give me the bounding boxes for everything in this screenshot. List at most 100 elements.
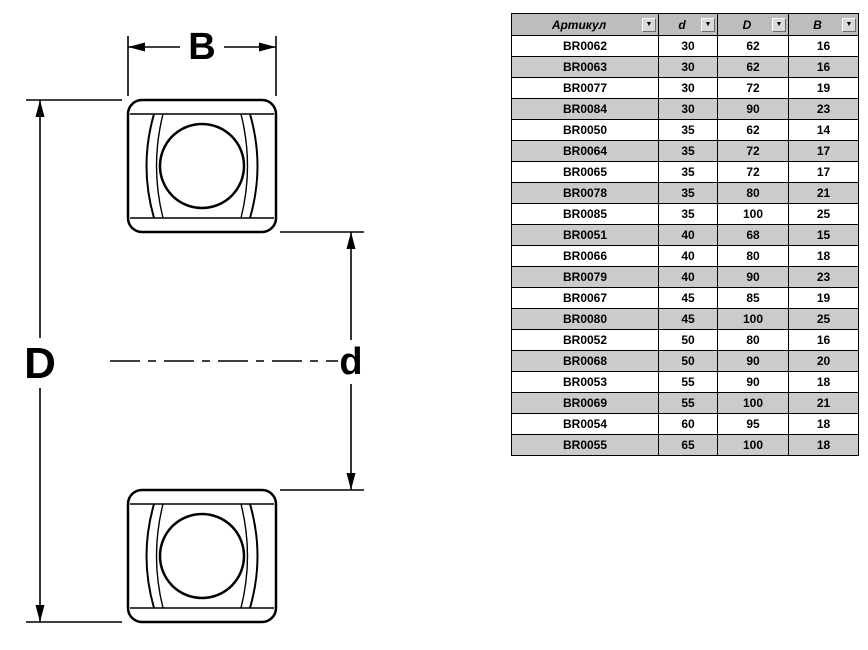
table-cell: BR0064 <box>511 140 659 162</box>
table-cell: 45 <box>658 308 718 330</box>
dropdown-arrow-icon: ▼ <box>775 21 783 28</box>
table-cell: 62 <box>717 119 789 141</box>
table-cell: BR0068 <box>511 350 659 372</box>
table-cell: BR0062 <box>511 35 659 57</box>
column-header-d: d ▼ <box>658 13 718 36</box>
filter-dropdown-d[interactable]: ▼ <box>701 17 715 32</box>
table-cell: 100 <box>717 203 789 225</box>
table-cell: 35 <box>658 203 718 225</box>
column-header-D: D ▼ <box>717 13 789 36</box>
table-cell: 14 <box>788 119 859 141</box>
table-cell: 30 <box>658 35 718 57</box>
table-cell: BR0065 <box>511 161 659 183</box>
table-cell: BR0069 <box>511 392 659 414</box>
bearing-top-section <box>126 98 278 234</box>
dimension-label-d: d <box>339 341 362 383</box>
table-cell: 21 <box>788 392 859 414</box>
table-cell: 55 <box>658 392 718 414</box>
shield-right-inner <box>240 113 249 219</box>
shield-left-outer <box>145 113 155 219</box>
ball-top <box>158 122 246 210</box>
table-cell: BR0077 <box>511 77 659 99</box>
table-cell: BR0067 <box>511 287 659 309</box>
table-cell: 80 <box>717 245 789 267</box>
table-cell: 25 <box>788 203 859 225</box>
table-cell: 95 <box>717 413 789 435</box>
table-cell: BR0050 <box>511 119 659 141</box>
table-header-row: Артикул ▼ d ▼ D ▼ B ▼ <box>511 13 859 36</box>
table-cell: 21 <box>788 182 859 204</box>
table-cell: 18 <box>788 413 859 435</box>
shield-right-outer-bottom <box>249 503 259 609</box>
table-cell: 30 <box>658 98 718 120</box>
table-cell: 19 <box>788 77 859 99</box>
table-cell: 80 <box>717 182 789 204</box>
table-cell: BR0078 <box>511 182 659 204</box>
table-cell: BR0084 <box>511 98 659 120</box>
table-cell: 90 <box>717 266 789 288</box>
table-cell: 35 <box>658 161 718 183</box>
filter-dropdown-article[interactable]: ▼ <box>642 17 656 32</box>
table-cell: 65 <box>658 434 718 456</box>
table-cell: 35 <box>658 119 718 141</box>
column-header-label-B: B <box>813 17 822 32</box>
filter-dropdown-B[interactable]: ▼ <box>842 17 856 32</box>
shield-left-inner <box>155 113 164 219</box>
table-cell: 30 <box>658 56 718 78</box>
table-cell: 40 <box>658 245 718 267</box>
table-cell: 68 <box>717 224 789 246</box>
table-cell: 16 <box>788 329 859 351</box>
table-cell: 55 <box>658 371 718 393</box>
table-cell: 17 <box>788 161 859 183</box>
dimension-B: B <box>127 26 277 96</box>
filter-dropdown-D[interactable]: ▼ <box>772 17 786 32</box>
table-cell: 23 <box>788 98 859 120</box>
dimension-label-B: B <box>188 26 215 68</box>
table-cell: BR0080 <box>511 308 659 330</box>
table-cell: BR0085 <box>511 203 659 225</box>
table-cell: 40 <box>658 266 718 288</box>
table-cell: 62 <box>717 35 789 57</box>
table-cell: 16 <box>788 35 859 57</box>
column-header-article: Артикул ▼ <box>511 13 659 36</box>
table-cell: 72 <box>717 77 789 99</box>
column-header-label-article: Артикул <box>551 17 607 32</box>
arrowhead-B-left <box>128 42 145 52</box>
table-cell: 18 <box>788 371 859 393</box>
arrowhead-B-right <box>259 42 276 52</box>
dropdown-arrow-icon: ▼ <box>845 21 853 28</box>
arrowhead-d-bottom <box>346 473 356 490</box>
table-cell: 18 <box>788 245 859 267</box>
table-cell: 80 <box>717 329 789 351</box>
table-cell: 35 <box>658 182 718 204</box>
table-cell: BR0053 <box>511 371 659 393</box>
table-cell: 20 <box>788 350 859 372</box>
table-cell: 100 <box>717 434 789 456</box>
table-cell: 100 <box>717 308 789 330</box>
table-cell: 45 <box>658 287 718 309</box>
dimension-D: D <box>24 99 122 623</box>
arrowhead-d-top <box>346 232 356 249</box>
table-cell: BR0063 <box>511 56 659 78</box>
table-cell: 15 <box>788 224 859 246</box>
parts-table: Артикул ▼ d ▼ D ▼ B ▼ <box>511 13 859 456</box>
dimension-label-D: D <box>24 339 56 388</box>
column-header-label-D: D <box>742 17 752 32</box>
table-cell: 50 <box>658 329 718 351</box>
table-cell: 90 <box>717 350 789 372</box>
